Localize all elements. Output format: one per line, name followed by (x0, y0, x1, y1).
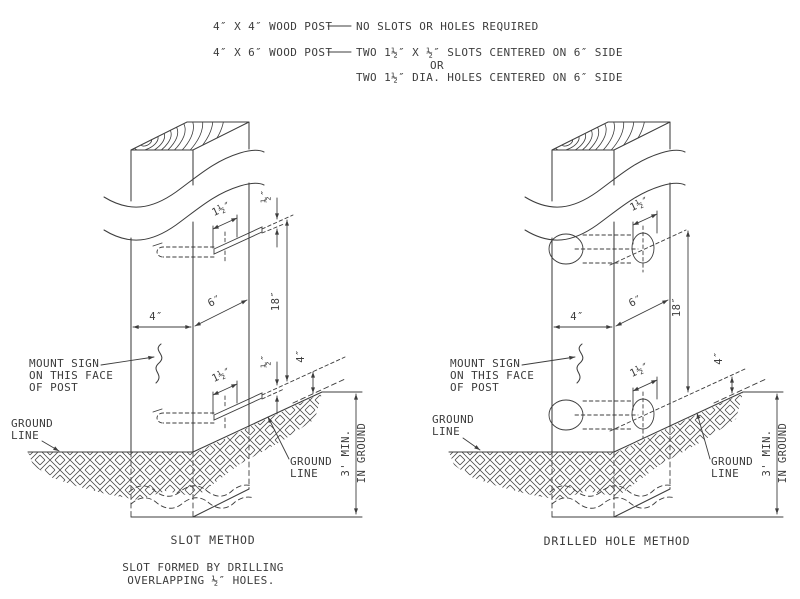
left-dim-slot-spacing: 18″ (270, 291, 282, 311)
upper-slot (213, 226, 263, 255)
ground-hatch-left (28, 452, 196, 500)
right-ground-label-2: LINE (432, 425, 460, 438)
slots (152, 214, 346, 431)
left-dim-slot-thickness-top: ½″ (260, 189, 272, 202)
ground (448, 378, 784, 518)
right-dim-embed-2: IN GROUND (777, 423, 789, 484)
right-dim-embed-1: 3' MIN. (761, 429, 773, 476)
ground-line-path (27, 391, 323, 453)
header-row2-right: TWO 1½″ X ½″ SLOTS CENTERED ON 6″ SIDE (356, 46, 623, 59)
left-dim-embed-2: IN GROUND (356, 423, 368, 484)
slot-method-note-1: SLOT FORMED BY DRILLING (122, 561, 284, 574)
right-mount-sign-line1: MOUNT SIGN (450, 357, 520, 370)
ground-hatch-left (449, 452, 617, 500)
header-row2-left: 4″ X 6″ WOOD POST (213, 46, 332, 59)
ground-break-wave-1 (128, 484, 253, 497)
right-mount-sign-line3: OF POST (450, 381, 499, 394)
right-mount-sign-line2: ON THIS FACE (450, 369, 534, 382)
ground-line-path (448, 391, 744, 453)
left-ground-label-right-1: GROUND (290, 455, 332, 468)
left-dim-slot-length-bottom: 1½″ (210, 366, 233, 385)
ground-line-extension-dashed (292, 378, 346, 404)
ground-break-wave-2 (130, 496, 255, 509)
left-mount-sign-line3: OF POST (29, 381, 78, 394)
left-mount-sign-line2: ON THIS FACE (29, 369, 113, 382)
slot-method-note-2: OVERLAPPING ½″ HOLES. (127, 574, 274, 587)
left-ground-label-1: GROUND (11, 417, 53, 430)
sign-face-mark (155, 343, 163, 384)
left-dim-bottom-clearance: 4″ (295, 349, 307, 362)
left-ground-label-2: LINE (11, 429, 39, 442)
left-mount-sign-line1: MOUNT SIGN (29, 357, 99, 370)
ground-break-wave-2 (551, 496, 676, 509)
header-notes: 4″ X 4″ WOOD POST NO SLOTS OR HOLES REQU… (213, 20, 623, 84)
right-ground-label-right-1: GROUND (711, 455, 753, 468)
ground-extension-lines (551, 391, 784, 518)
header-or: OR (430, 59, 444, 72)
left-dim-embed-1: 3' MIN. (340, 429, 352, 476)
dimensions (41, 197, 359, 515)
drilled-hole-method-caption: DRILLED HOLE METHOD (544, 534, 691, 548)
header-row3-right: TWO 1½″ DIA. HOLES CENTERED ON 6″ SIDE (356, 71, 623, 84)
ground-break-wave-1 (549, 484, 674, 497)
header-row1-left: 4″ X 4″ WOOD POST (213, 20, 332, 33)
left-dim-post-depth: 6″ (206, 293, 223, 310)
right-ground-label-right-2: LINE (711, 467, 739, 480)
left-ground-label-right-2: LINE (290, 467, 318, 480)
right-dim-hole-dia-top: 1½″ (628, 195, 651, 214)
slot-method-caption: SLOT METHOD (171, 533, 256, 547)
left-dim-slot-thickness-bottom: ½″ (260, 354, 272, 367)
ground-hatch-slope (196, 393, 322, 497)
right-dim-post-width: 4″ (570, 311, 583, 323)
right-dim-post-depth: 6″ (627, 293, 644, 310)
sign-face-mark (576, 343, 584, 384)
right-ground-label-1: GROUND (432, 413, 474, 426)
lower-slot (213, 392, 263, 421)
right-dim-hole-spacing: 18″ (671, 297, 683, 317)
right-dim-hole-dia-bottom: 1½″ (628, 361, 651, 380)
ground-line-extension-dashed (713, 378, 767, 404)
ground-extension-lines (130, 391, 363, 518)
drilled-hole-method-diagram: 4″ 6″ 18″ 1½″ 1½″ 4″ 3' MIN. IN GROUND M… (432, 121, 789, 548)
left-dim-slot-length-top: 1½″ (210, 200, 233, 219)
ground (27, 378, 363, 518)
holes (548, 225, 746, 439)
slot-method-diagram: 4″ 6″ 18″ ½″ 1½″ ½″ 1½″ 4″ 3' MIN. IN GR… (11, 121, 368, 587)
left-dim-post-width: 4″ (149, 311, 162, 323)
right-dim-bottom-clearance: 4″ (713, 351, 725, 364)
header-row1-right: NO SLOTS OR HOLES REQUIRED (356, 20, 539, 33)
ground-hatch-slope (617, 393, 743, 497)
dimensions (462, 210, 780, 515)
